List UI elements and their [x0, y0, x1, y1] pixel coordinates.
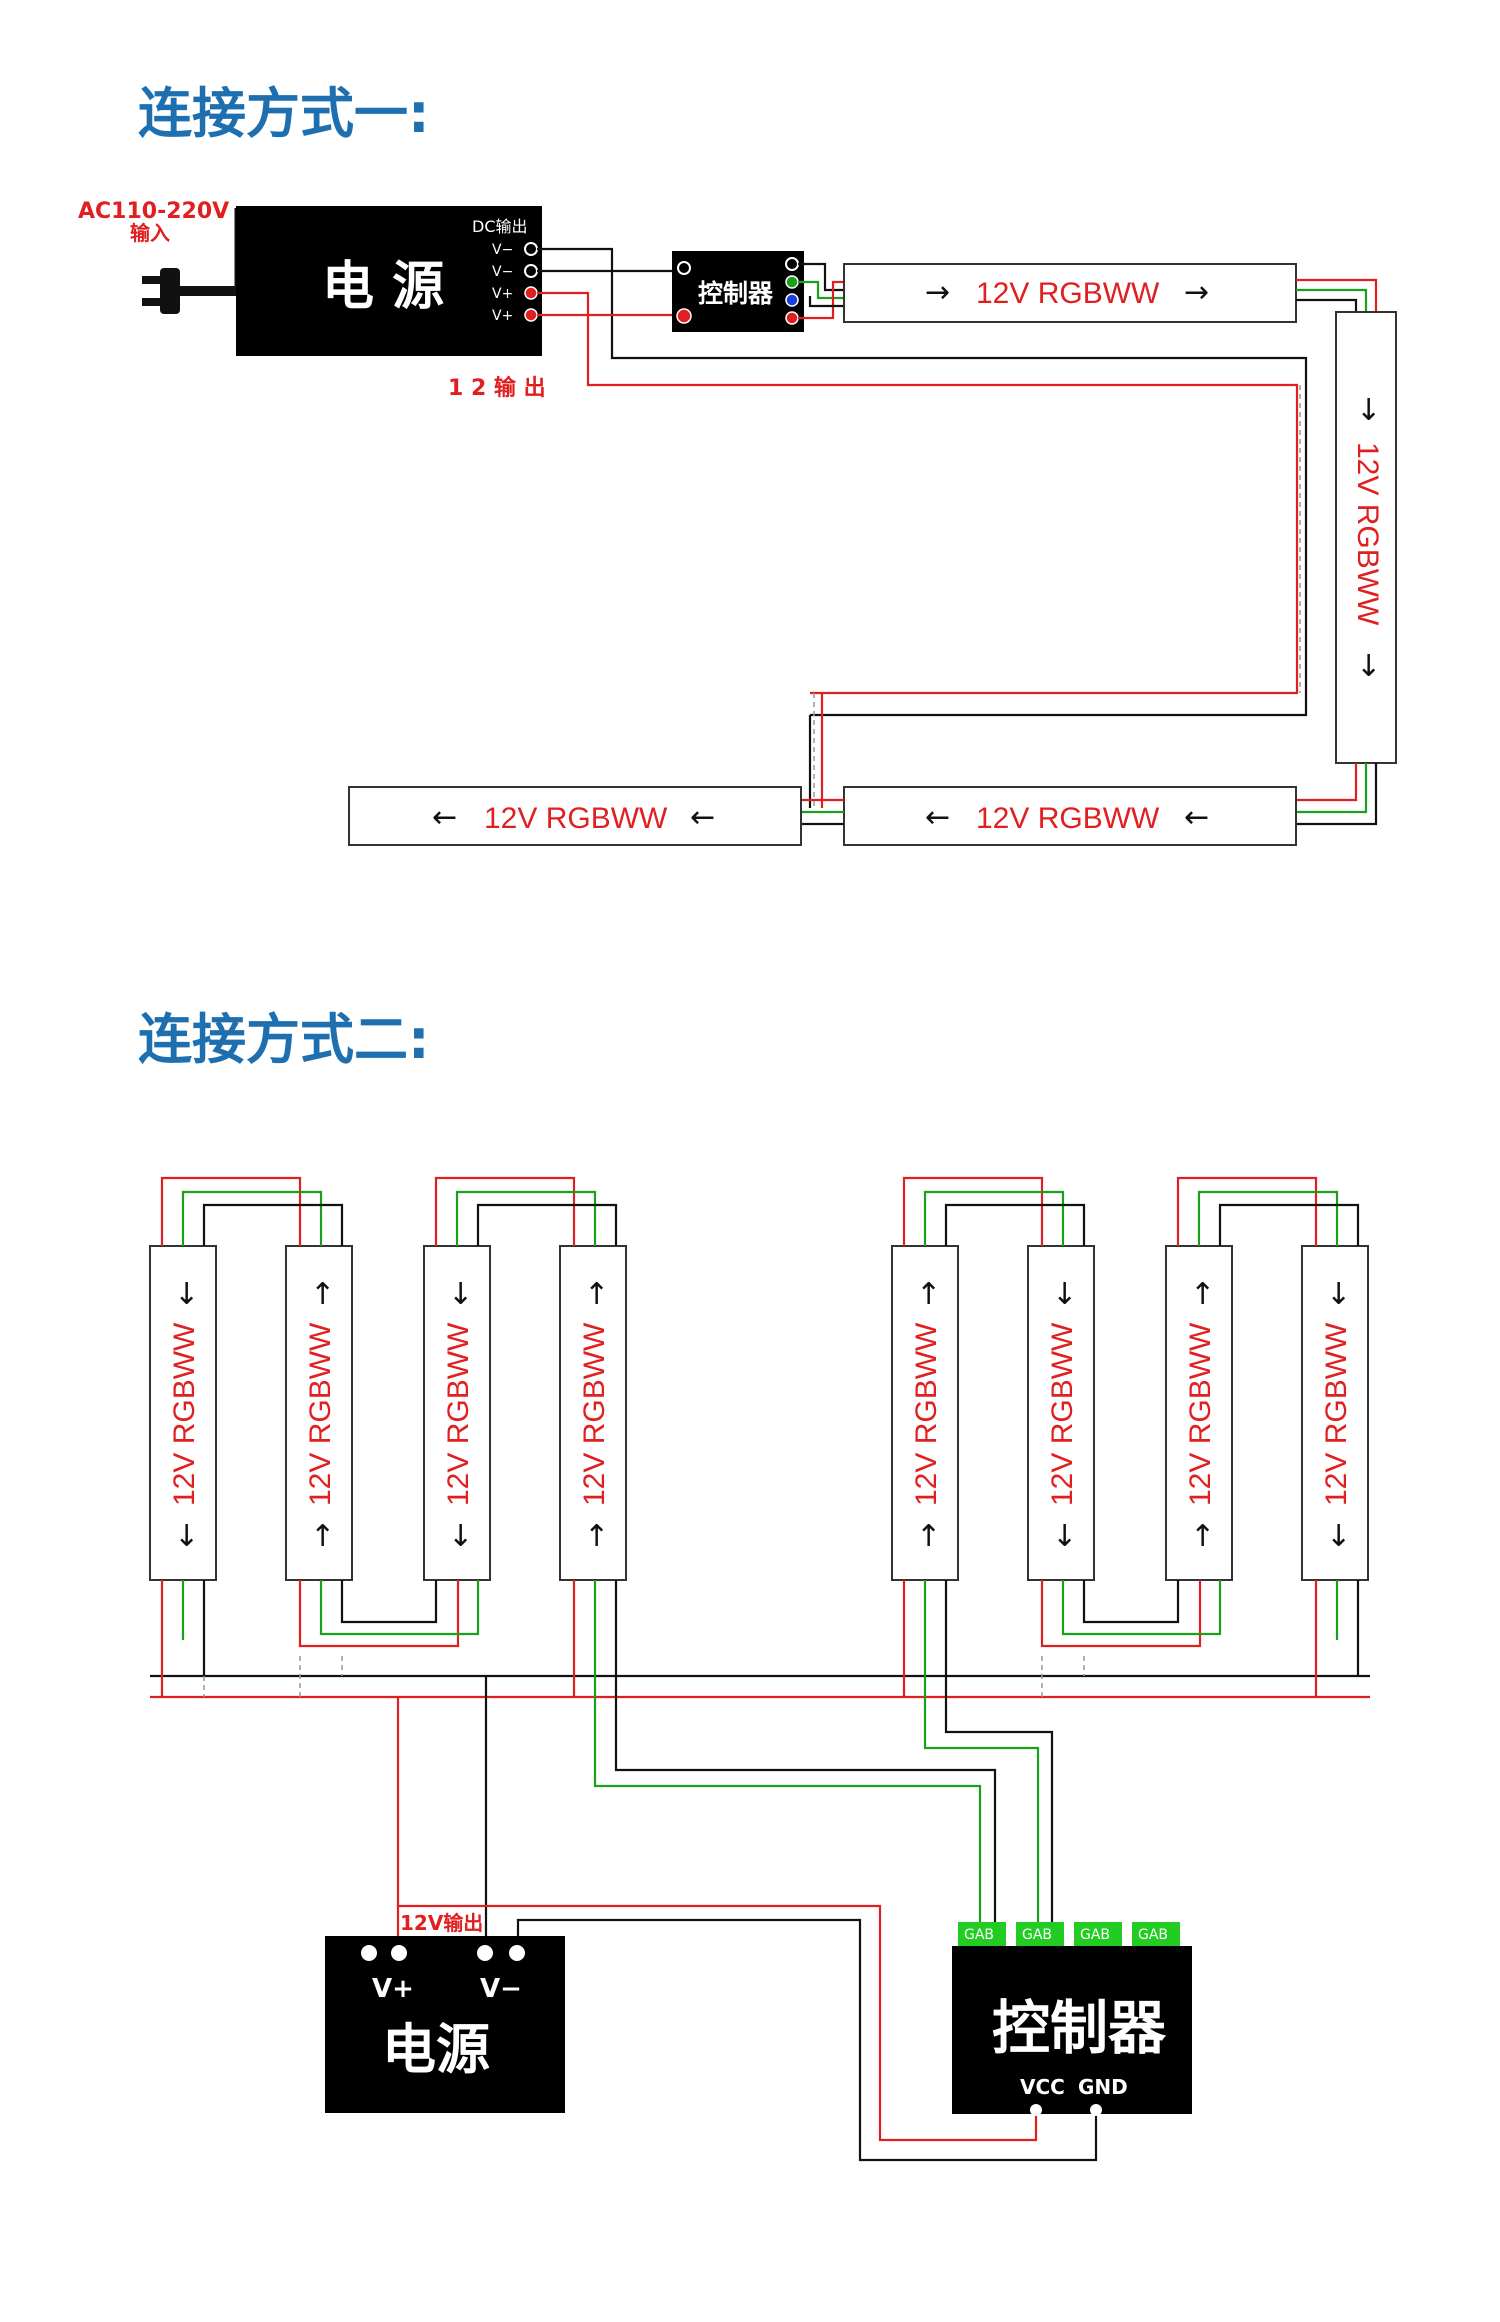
strip2-arrow-bottom: ↓: [1356, 649, 1381, 684]
section2-strip-1: ↓ 12V RGBWW ↓: [149, 1245, 217, 1581]
terminal-1: V−: [492, 242, 513, 258]
section2-strip-6: ↓ 12V RGBWW ↓: [1027, 1245, 1095, 1581]
strip3-arrow-right: ←: [1184, 800, 1209, 835]
section1-title: 连接方式一:: [138, 82, 430, 145]
power-supply-2: V+ V− 电源: [325, 1936, 565, 2113]
strip4-arrow-top: ↑: [584, 1277, 609, 1312]
strip1-arrow-bottom: ↓: [174, 1519, 199, 1554]
strip6-arrow-bottom: ↓: [1052, 1519, 1077, 1554]
terminal-4: V+: [492, 308, 513, 324]
dc-output-label: DC输出: [472, 217, 528, 236]
ac-input-label-2: 输入: [130, 221, 170, 245]
psu2-output-label: 12V输出: [400, 1911, 483, 1935]
strip1-label: 12V RGBWW: [976, 277, 1160, 310]
controller-port-1: [958, 1922, 1006, 1946]
section2-strip-5: ↑ 12V RGBWW ↑: [891, 1245, 959, 1581]
port-label-4: GAB: [1138, 1927, 1168, 1943]
strip2-label: 12V RGBWW: [1351, 442, 1384, 626]
strip4-label: 12V RGBWW: [484, 802, 668, 835]
strip7-arrow-top: ↑: [1190, 1277, 1215, 1312]
strip5-arrow-bottom: ↑: [916, 1519, 941, 1554]
strip8-label: 12V RGBWW: [1320, 1322, 1353, 1506]
controller-vcc: VCC: [1020, 2075, 1065, 2099]
strip7-arrow-bottom: ↑: [1190, 1519, 1215, 1554]
port-label-1: GAB: [964, 1927, 994, 1943]
section2-strip-2: ↑ 12V RGBWW ↑: [285, 1245, 353, 1581]
strip2-label: 12V RGBWW: [304, 1322, 337, 1506]
led-strip-1: → 12V RGBWW →: [843, 263, 1297, 323]
section2-strip-8: ↓ 12V RGBWW ↓: [1301, 1245, 1369, 1581]
output-label: 1 2 输 出: [448, 375, 546, 401]
strip4-arrow-bottom: ↑: [584, 1519, 609, 1554]
section2-strip-4: ↑ 12V RGBWW ↑: [559, 1245, 627, 1581]
strip4-arrow-right: ←: [690, 800, 715, 835]
strip3-arrow-bottom: ↓: [448, 1519, 473, 1554]
terminal-3: V+: [492, 286, 513, 302]
led-strip-4: ← 12V RGBWW ←: [348, 786, 802, 846]
strip1-arrow-right: →: [1184, 275, 1209, 310]
strip3-arrow-top: ↓: [448, 1277, 473, 1312]
strip3-arrow-left: ←: [925, 800, 950, 835]
power-supply-1: 电 源 DC输出 V− V− V+ V+: [236, 206, 542, 356]
section2-strip-3: ↓ 12V RGBWW ↓: [423, 1245, 491, 1581]
strip2-arrow-bottom: ↑: [310, 1519, 335, 1554]
strip5-label: 12V RGBWW: [910, 1322, 943, 1506]
strip6-arrow-top: ↓: [1052, 1277, 1077, 1312]
psu2-vplus: V+: [372, 1974, 414, 2004]
ac-input-label: AC110-220V: [78, 199, 229, 224]
strip6-label: 12V RGBWW: [1046, 1322, 1079, 1506]
plug-icon: [142, 268, 236, 314]
strip3-label: 12V RGBWW: [442, 1322, 475, 1506]
controller-label-2: 控制器: [992, 1994, 1167, 2062]
section2-title: 连接方式二:: [138, 1008, 430, 1071]
port-label-3: GAB: [1080, 1927, 1110, 1943]
controller-port-4: [1132, 1922, 1180, 1946]
controller-port-3: [1074, 1922, 1122, 1946]
controller-1: 控制器: [672, 251, 804, 332]
strip5-arrow-top: ↑: [916, 1277, 941, 1312]
psu2-vminus: V−: [480, 1974, 522, 2004]
strip4-arrow-left: ←: [432, 800, 457, 835]
strip2-arrow-top: ↑: [310, 1277, 335, 1312]
controller-gnd: GND: [1078, 2075, 1128, 2099]
psu-label-1: 电 源: [322, 257, 444, 317]
strip2-arrow-top: ↓: [1356, 393, 1381, 428]
strip1-arrow-top: ↓: [174, 1277, 199, 1312]
strip3-label: 12V RGBWW: [976, 802, 1160, 835]
strip8-arrow-top: ↓: [1326, 1277, 1351, 1312]
strip1-arrow-left: →: [925, 275, 950, 310]
controller-port-2: [1016, 1922, 1064, 1946]
port-label-2: GAB: [1022, 1927, 1052, 1943]
strip7-label: 12V RGBWW: [1184, 1322, 1217, 1506]
led-strip-3: ← 12V RGBWW ←: [843, 786, 1297, 846]
controller-label-1: 控制器: [698, 279, 774, 308]
psu-label-2: 电源: [382, 2018, 490, 2081]
section2-strip-7: ↑ 12V RGBWW ↑: [1165, 1245, 1233, 1581]
terminal-2: V−: [492, 264, 513, 280]
led-strip-2: ↓ 12V RGBWW ↓: [1335, 311, 1397, 764]
section2-strips: ↓ 12V RGBWW ↓ ↑ 12V RGBWW ↑ ↓ 12V RGBWW ↓ ↑ 12V RG…: [149, 1245, 1369, 1581]
controller-2: GAB GAB GAB GAB 控制器 VCC GND: [952, 1922, 1192, 2116]
strip4-label: 12V RGBWW: [578, 1322, 611, 1506]
strip8-arrow-bottom: ↓: [1326, 1519, 1351, 1554]
strip1-label: 12V RGBWW: [168, 1322, 201, 1506]
